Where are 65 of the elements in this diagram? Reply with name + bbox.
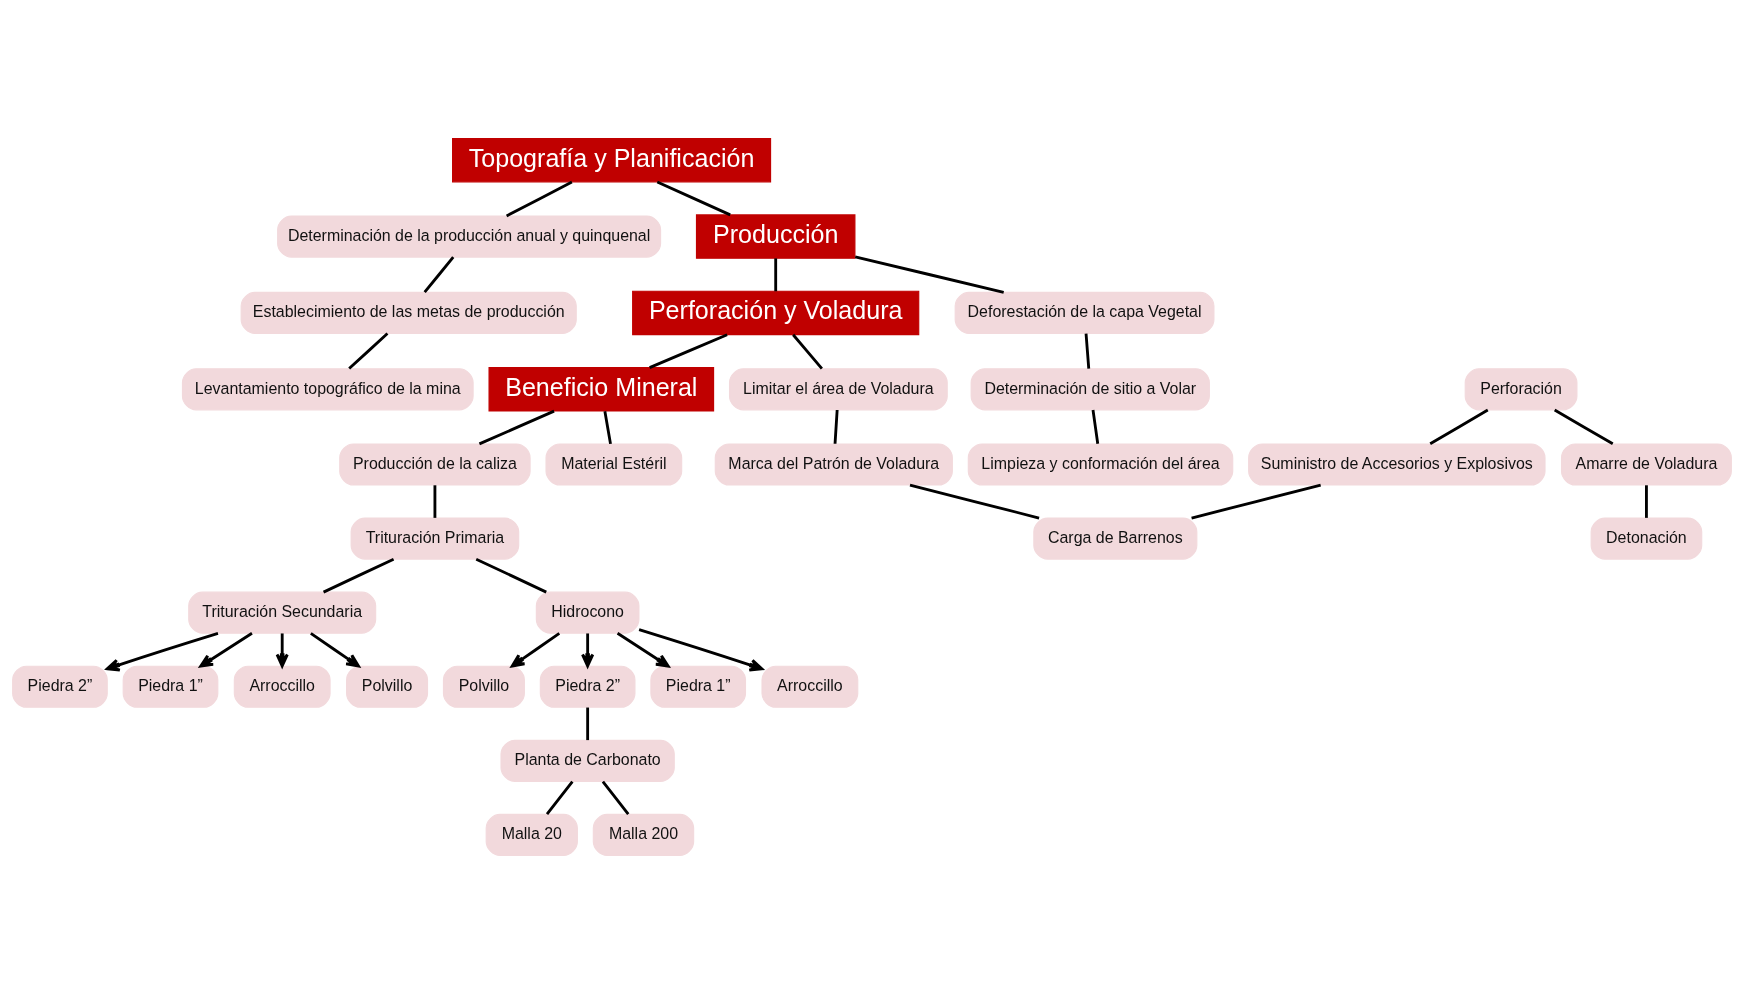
- connector: [1091, 409, 1100, 444]
- connector: [478, 409, 555, 445]
- node-box: Piedra 2”: [12, 665, 108, 708]
- connector: [792, 333, 823, 370]
- node-box: Detonación: [1590, 517, 1703, 560]
- node-box: Arroccillo: [233, 665, 331, 708]
- connector: [475, 557, 547, 593]
- node-box: Trituración Secundaria: [188, 591, 377, 634]
- connector: [505, 180, 573, 217]
- node-box: Amarre de Voladura: [1560, 442, 1732, 486]
- connector: [433, 484, 437, 518]
- node-box: Determinación de sitio a Volar: [970, 367, 1210, 410]
- connector: [909, 483, 1040, 519]
- connector: [322, 557, 395, 593]
- node-box: Trituración Primaria: [350, 517, 520, 560]
- connector: [586, 707, 590, 740]
- connector: [656, 180, 731, 216]
- connector: [1084, 332, 1091, 369]
- arrow: [310, 631, 360, 667]
- node-box: Marca del Patrón de Voladura: [714, 442, 953, 486]
- connector: [545, 780, 574, 815]
- node-box: Material Estéril: [545, 442, 683, 486]
- connector: [1645, 484, 1648, 518]
- node-box: Polvillo: [442, 665, 525, 708]
- node-box: Limpieza y conformación del área: [967, 442, 1234, 486]
- node-box: Piedra 1”: [650, 665, 747, 708]
- arrow: [510, 631, 561, 667]
- node-box: Deforestación de la capa Vegetal: [954, 291, 1215, 334]
- connector: [1429, 408, 1489, 445]
- node-box: Malla 200: [592, 813, 695, 856]
- node-box: Hidrocono: [535, 591, 640, 634]
- node-box: Carga de Barrenos: [1033, 517, 1198, 560]
- connector: [423, 255, 455, 293]
- arrow: [638, 627, 764, 672]
- arrow: [275, 632, 289, 667]
- connector: [601, 780, 630, 815]
- arrow: [105, 631, 219, 671]
- connector: [854, 254, 1004, 294]
- connector: [774, 257, 778, 291]
- node-box: Limitar el área de Voladura: [728, 367, 948, 410]
- node-box: Establecimiento de las metas de producción: [240, 291, 577, 334]
- node-box: Beneficio Mineral: [488, 366, 715, 411]
- connector: [649, 332, 728, 369]
- connector: [1553, 408, 1614, 445]
- connector: [348, 332, 389, 370]
- node-box: Topografía y Planificación: [452, 137, 772, 182]
- arrow: [616, 631, 670, 668]
- node-box: Planta de Carbonato: [500, 739, 675, 782]
- node-box: Piedra 2”: [539, 665, 636, 708]
- node-box: Arroccillo: [761, 665, 859, 708]
- arrow: [199, 631, 253, 668]
- connector: [603, 410, 612, 444]
- node-box: Perforación y Voladura: [632, 290, 920, 335]
- node-box: Perforación: [1464, 367, 1578, 410]
- node-box: Malla 20: [485, 813, 578, 856]
- node-box: Producción: [695, 213, 856, 259]
- arrow: [581, 632, 595, 667]
- connector: [833, 409, 839, 444]
- connector: [1191, 483, 1321, 519]
- node-box: Determinación de la producción anual y quinquenal: [277, 215, 662, 258]
- node-box: Polvillo: [346, 665, 429, 708]
- node-box: Levantamiento topográfico de la mina: [181, 367, 474, 410]
- node-box: Suministro de Accesorios y Explosivos: [1248, 442, 1546, 486]
- node-box: Piedra 1”: [122, 665, 219, 708]
- node-box: Producción de la caliza: [339, 442, 531, 486]
